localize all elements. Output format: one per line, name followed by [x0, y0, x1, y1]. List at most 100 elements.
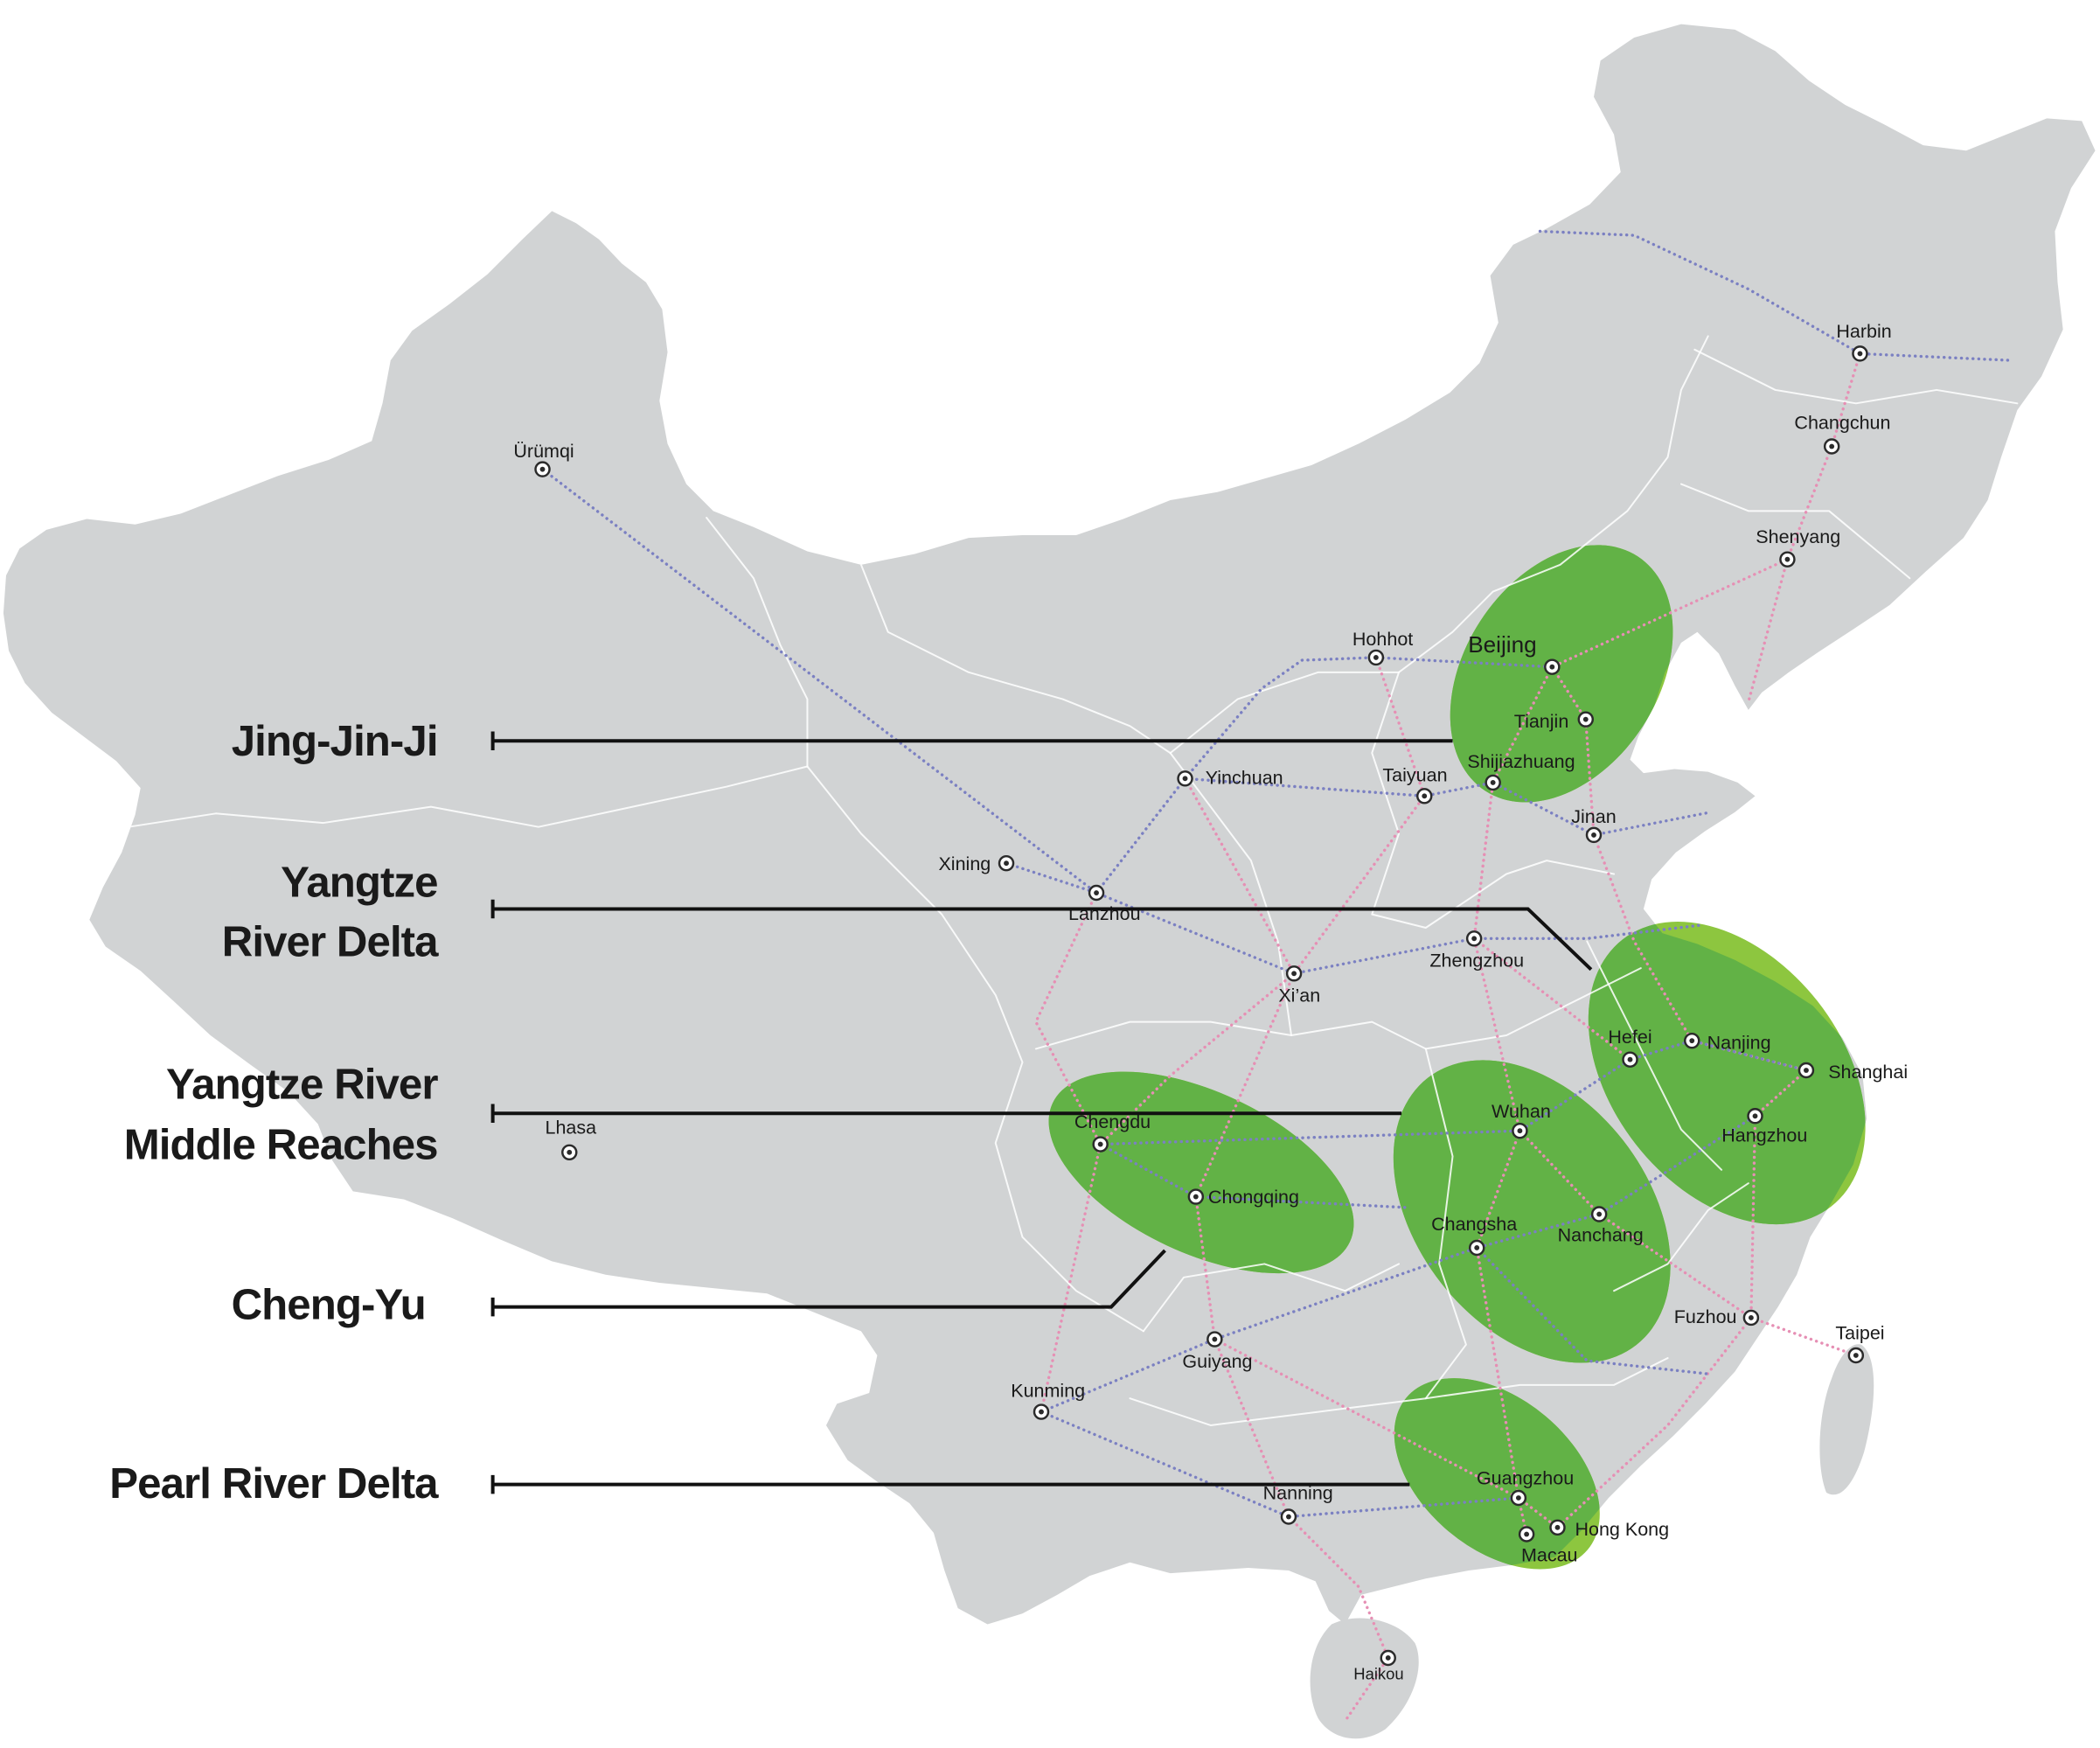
cluster-label-pearl-river-delta: Pearl River Delta: [109, 1459, 1410, 1508]
city-label-yinchuan: Yinchuan: [1206, 767, 1283, 788]
city-changsha: Changsha: [1431, 1214, 1517, 1257]
city-label-harbin: Harbin: [1836, 321, 1891, 342]
city-yinchuan: Yinchuan: [1177, 767, 1283, 788]
city-tianjin: Tianjin: [1514, 711, 1594, 732]
rail-line-pink: [1034, 891, 1102, 1146]
cluster-label-yangtze-river-middle-reaches: Yangtze River Middle Reaches: [124, 1060, 1402, 1168]
city-marker-center: [1748, 1315, 1754, 1320]
city-marker-center: [1471, 936, 1478, 942]
city-marker-center: [1286, 1514, 1291, 1520]
city-label-hefei: Hefei: [1608, 1027, 1651, 1048]
city-marker-center: [1689, 1038, 1695, 1044]
city-jinan: Jinan: [1571, 806, 1617, 844]
cluster-label-text: Yangtze: [281, 859, 437, 907]
rail-line-pink: [1292, 656, 1426, 975]
cluster-label-text: Yangtze River: [166, 1060, 438, 1108]
city-marker-center: [1182, 776, 1188, 782]
city-label-taipei: Taipei: [1835, 1323, 1884, 1344]
city-lhasa: Lhasa: [546, 1117, 596, 1161]
rail-line-pink: [1597, 1212, 1753, 1320]
province-border: [1586, 940, 1723, 1171]
province-border: [1034, 967, 1642, 1050]
city-marker-center: [1474, 1245, 1480, 1250]
city-marker-center: [1004, 860, 1009, 867]
city-marker-center: [1829, 443, 1835, 449]
cluster-label-text: River Delta: [222, 917, 439, 965]
rail-line-pink: [1213, 1337, 1520, 1500]
city-taipei: Taipei: [1835, 1323, 1885, 1364]
city-marker-center: [1385, 1655, 1391, 1661]
rail-line-pink: [1472, 937, 1632, 1062]
city-guiyang: Guiyang: [1182, 1331, 1253, 1372]
province-border: [859, 563, 1172, 755]
city-changchun: Changchun: [1794, 413, 1891, 455]
province-border: [1371, 671, 1616, 930]
cluster-label-text: Cheng-Yu: [232, 1280, 426, 1328]
city-marker-center: [1212, 1336, 1218, 1342]
city-harbin: Harbin: [1836, 321, 1892, 362]
city-marker-center: [1857, 351, 1863, 357]
rail-line-blue: [1040, 1410, 1520, 1519]
city-marker-center: [1596, 1211, 1603, 1217]
cluster-area-jing-jin-ji: [1450, 545, 1673, 803]
leader-line-yangtze-river-middle-reaches: [490, 1104, 1402, 1123]
city-xian: Xi’an: [1278, 965, 1320, 1006]
city-marker-center: [1853, 1353, 1859, 1358]
rail-line-blue: [540, 467, 1098, 895]
city-shenyang: Shenyang: [1756, 526, 1840, 568]
city-label-shenyang: Shenyang: [1756, 526, 1840, 547]
city-label-nanchang: Nanchang: [1558, 1224, 1644, 1245]
city-kunming: Kunming: [1011, 1381, 1085, 1420]
city-hangzhou: Hangzhou: [1721, 1108, 1807, 1146]
province-border: [127, 765, 809, 828]
city-label-fuzhou: Fuzhou: [1674, 1306, 1737, 1327]
city-marker-center: [1804, 1068, 1809, 1073]
city-hefei: Hefei: [1608, 1027, 1652, 1068]
city-fuzhou: Fuzhou: [1674, 1306, 1760, 1327]
city-zhengzhou: Zhengzhou: [1429, 930, 1524, 971]
cluster-label-text: Jing-Jin-Ji: [232, 717, 438, 765]
city-label-chongqing: Chongqing: [1208, 1187, 1299, 1208]
city-label-kunming: Kunming: [1011, 1381, 1085, 1402]
province-borders: [127, 335, 2019, 1426]
city-label-changsha: Changsha: [1431, 1214, 1517, 1235]
city-marker-center: [539, 466, 546, 472]
cluster-label-yangtze-river-delta: Yangtze River Delta: [222, 859, 1593, 971]
province-border: [1613, 1182, 1749, 1292]
rail-line-blue: [1095, 656, 1554, 895]
city-marker-center: [1039, 1409, 1044, 1415]
city-marker-center: [1582, 716, 1589, 722]
city-label-zhengzhou: Zhengzhou: [1429, 951, 1524, 971]
city-marker-center: [1554, 1524, 1561, 1530]
city-label-tianjin: Tianjin: [1514, 711, 1569, 732]
city-marker-center: [1524, 1531, 1530, 1537]
cluster-label-cheng-yu: Cheng-Yu: [232, 1249, 1166, 1328]
cluster-legend: Jing-Jin-Ji Yangtze River Delta Yangtze …: [109, 717, 1593, 1508]
rail-line-blue: [1475, 1246, 1713, 1376]
city-marker-center: [1591, 832, 1596, 838]
city-label-wuhan: Wuhan: [1492, 1101, 1551, 1122]
city-urumqi: Ürümqi: [513, 441, 574, 477]
city-chongqing: Chongqing: [1187, 1187, 1299, 1208]
city-marker-center: [1549, 664, 1555, 670]
city-label-beijing: Beijing: [1468, 631, 1536, 658]
rail-line-pink: [1518, 1129, 1601, 1216]
city-label-guiyang: Guiyang: [1182, 1351, 1252, 1372]
leader-line-pearl-river-delta: [490, 1474, 1410, 1494]
rail-line-blue: [1538, 229, 2013, 362]
city-marker-center: [1627, 1056, 1633, 1062]
city-shanghai: Shanghai: [1798, 1062, 1908, 1083]
province-border: [706, 517, 809, 768]
province-border: [1169, 752, 1293, 1037]
rail-line-pink: [1194, 971, 1296, 1519]
province-border: [806, 765, 1144, 1333]
city-label-xian: Xi’an: [1278, 985, 1320, 1006]
rail-line-pink: [1183, 777, 1296, 975]
cluster-label-text: Pearl River Delta: [109, 1459, 439, 1508]
leader-line-jing-jin-ji: [490, 731, 1453, 751]
city-nanjing: Nanjing: [1684, 1032, 1771, 1053]
province-border: [1169, 335, 1709, 755]
city-marker-center: [567, 1149, 573, 1155]
city-label-urumqi: Ürümqi: [513, 441, 574, 462]
